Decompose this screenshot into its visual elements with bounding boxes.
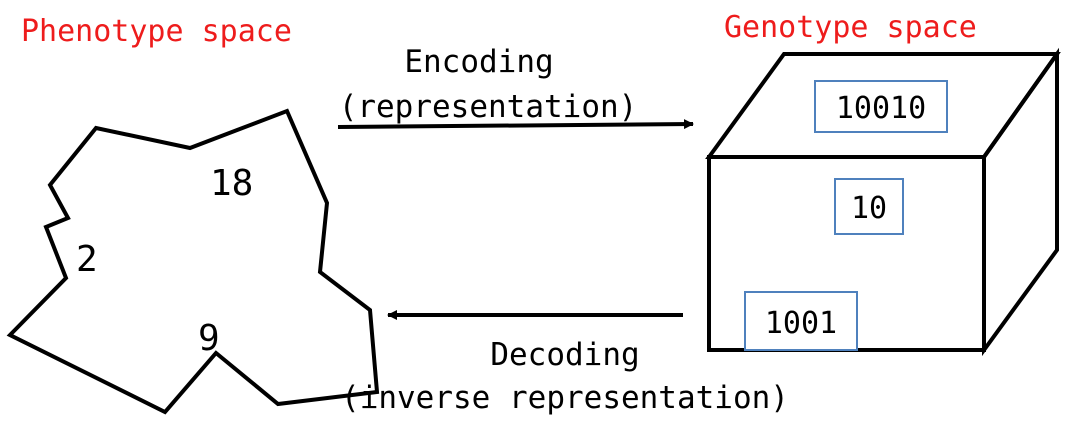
genotype-value-10010: 10010 [836, 91, 926, 126]
genotype-box-1001 [744, 291, 858, 351]
genotype-space-title: Genotype space [724, 10, 977, 45]
phenotype-value-9: 9 [198, 318, 220, 359]
genotype-box-10 [834, 178, 904, 235]
decoding-sublabel: (inverse representation) [341, 380, 789, 416]
genotype-box-10010 [814, 80, 948, 133]
phenotype-value-18: 18 [210, 163, 253, 204]
phenotype-space-title: Phenotype space [21, 14, 292, 49]
encoding-arrow [337, 119, 694, 130]
cube-side-face [982, 47, 1059, 357]
genotype-value-10: 10 [851, 191, 887, 226]
genotype-value-1001: 1001 [765, 306, 837, 341]
decoding-label: Decoding [490, 337, 639, 373]
phenotype-value-2: 2 [76, 239, 98, 280]
phenotype-region [6, 108, 380, 415]
encoding-label: Encoding [404, 44, 553, 80]
encoding-sublabel: (representation) [339, 89, 638, 125]
